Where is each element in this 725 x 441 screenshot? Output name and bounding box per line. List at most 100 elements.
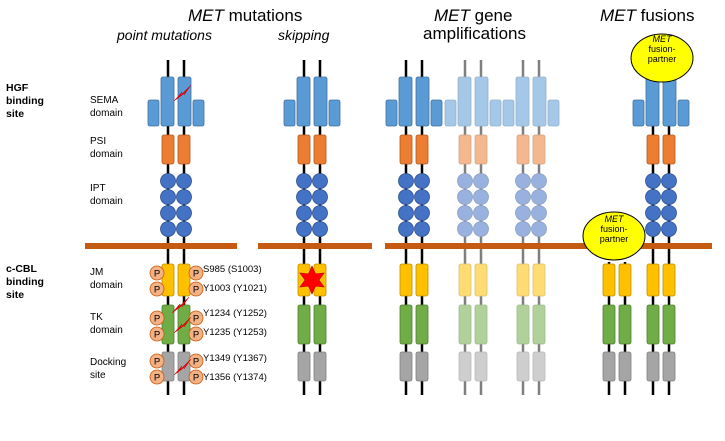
amp-receptor-3-ipt-left-2 (515, 189, 531, 205)
amp-receptor-1-ipt-left-1 (398, 173, 414, 189)
point-mutation-receptor-ipt-left-2 (160, 189, 176, 205)
amp-receptor-2-ipt-left-2 (457, 189, 473, 205)
header-met-amplifications: MET gene (434, 6, 513, 25)
phospho-circle-3-right (188, 310, 204, 326)
fusion-receptor-truncated-docking-left (602, 351, 616, 382)
amp-receptor-2-tk-left (458, 304, 472, 345)
point-mutation-receptor-ipt-right-3 (176, 205, 192, 221)
skipping-receptor-tk-left (297, 304, 311, 345)
fusion-receptor-truncated-tk-left (602, 304, 616, 345)
phospho-letter: P (154, 373, 160, 384)
amp-receptor-2-ipt-right-2 (473, 189, 489, 205)
point-mutation-receptor-ipt-left-3 (160, 205, 176, 221)
point-mutation-receptor-ipt-left-4 (160, 221, 176, 237)
amp-receptor-1-ipt-left-2 (398, 189, 414, 205)
amp-receptor-3-jm-left (516, 263, 530, 297)
amp-receptor-3-sema-right (532, 76, 547, 127)
amp-receptor-3-sema-wing-left (502, 99, 515, 127)
phospho-circle-1-right (188, 265, 204, 281)
amp-receptor-3-tk-right (532, 304, 546, 345)
amp-receptor-2-ipt-right-3 (473, 205, 489, 221)
amp-receptor-1-sema-left (398, 76, 413, 127)
phospho-letter: P (193, 269, 199, 280)
amp-receptor-1-ipt-left-4 (398, 221, 414, 237)
header-met-mutations: MET mutations (188, 6, 303, 25)
fusion-receptor-full-docking-right (662, 351, 676, 382)
label-site-s985: S985 (S1003) (203, 264, 262, 275)
phospho-letter: P (154, 314, 160, 325)
amp-receptor-3-ipt-right-1 (531, 173, 547, 189)
phospho-letter: P (193, 357, 199, 368)
fusion-receptor-full-jm-right (662, 263, 676, 297)
fusion-receptor-full-sema-left (645, 76, 660, 127)
amp-receptor-3-ipt-right-3 (531, 205, 547, 221)
fusion-receptor-full-psi-left (646, 134, 660, 165)
amp-receptor-1-tk-left (399, 304, 413, 345)
phospho-letter: P (154, 357, 160, 368)
amp-receptor-1-tk-right (415, 304, 429, 345)
amp-receptor-3-docking-left (516, 351, 530, 382)
skipping-receptor-sema-left (296, 76, 311, 127)
fusion-receptor-truncated-docking-right (618, 351, 632, 382)
skipping-receptor-psi-right (313, 134, 327, 165)
fusion-receptor-full-ipt-right-1 (661, 173, 677, 189)
point-mutation-receptor-ipt-right-2 (176, 189, 192, 205)
amp-receptor-3-sema-left (515, 76, 530, 127)
amp-receptor-2-ipt-left-4 (457, 221, 473, 237)
point-mutation-receptor-jm-left (161, 263, 175, 297)
amp-receptor-1-sema-right (415, 76, 430, 127)
fusion-partner-ellipse-top (630, 33, 694, 83)
point-mutation-receptor-jm-right (177, 263, 191, 297)
label-hgf-binding-site: HGF binding site (6, 82, 44, 120)
skipping-receptor-docking-left (297, 351, 311, 382)
fusion-receptor-full-ipt-left-1 (645, 173, 661, 189)
amp-receptor-1-ipt-right-3 (414, 205, 430, 221)
amp-receptor-1-docking-left (399, 351, 413, 382)
point-mutation-receptor-docking-left (161, 351, 175, 382)
fusion-receptor-full-ipt-left-3 (645, 205, 661, 221)
point-mutation-receptor-ipt-left-1 (160, 173, 176, 189)
header-met-fusions: MET fusions (600, 6, 695, 25)
amp-receptor-2-ipt-right-4 (473, 221, 489, 237)
amp-receptor-2-sema-right (474, 76, 489, 127)
fusion-receptor-full-sema-right (662, 76, 677, 127)
point-mutation-receptor-sema-right (177, 76, 192, 127)
mutation-bolt-sema (173, 84, 192, 102)
receptor-domains (147, 76, 690, 382)
phospho-circle-4-right (188, 326, 204, 342)
label-site-y1234: Y1234 (Y1252) (203, 308, 267, 319)
amp-receptor-2-ipt-right-1 (473, 173, 489, 189)
fusion-receptor-full-sema-wing-right (677, 99, 690, 127)
phospho-circle-3-left (149, 310, 165, 326)
fusion-receptor-full-ipt-right-3 (661, 205, 677, 221)
skipping-receptor-sema-wing-left (283, 99, 296, 127)
point-mutation-receptor-sema-wing-left (147, 99, 160, 127)
amp-receptor-3-jm-right (532, 263, 546, 297)
phospho-letter: P (193, 373, 199, 384)
subheader-point-mutations: point mutations (117, 27, 212, 43)
amp-receptor-1-psi-right (415, 134, 429, 165)
amp-receptor-2-sema-wing-left (444, 99, 457, 127)
point-mutation-receptor-tk-left (161, 304, 175, 345)
skipping-receptor-ipt-right-4 (312, 221, 328, 237)
point-mutation-receptor-sema-left (160, 76, 175, 127)
skipping-receptor-docking-right (313, 351, 327, 382)
skipping-receptor-ipt-left-2 (296, 189, 312, 205)
fusion-partner-ellipse-bottom (582, 211, 646, 261)
amp-receptor-2-sema-wing-right (489, 99, 502, 127)
skipping-receptor-ipt-left-1 (296, 173, 312, 189)
fusion-receptor-full-ipt-left-4 (645, 221, 661, 237)
phospho-letter: P (193, 314, 199, 325)
fusion-receptor-full-docking-left (646, 351, 660, 382)
amp-receptor-3-ipt-left-4 (515, 221, 531, 237)
fusion-receptor-full-tk-right (662, 304, 676, 345)
phospho-circle-2-right (188, 281, 204, 297)
label-site-y1356: Y1356 (Y1374) (203, 372, 267, 383)
amp-receptor-2-psi-right (474, 134, 488, 165)
